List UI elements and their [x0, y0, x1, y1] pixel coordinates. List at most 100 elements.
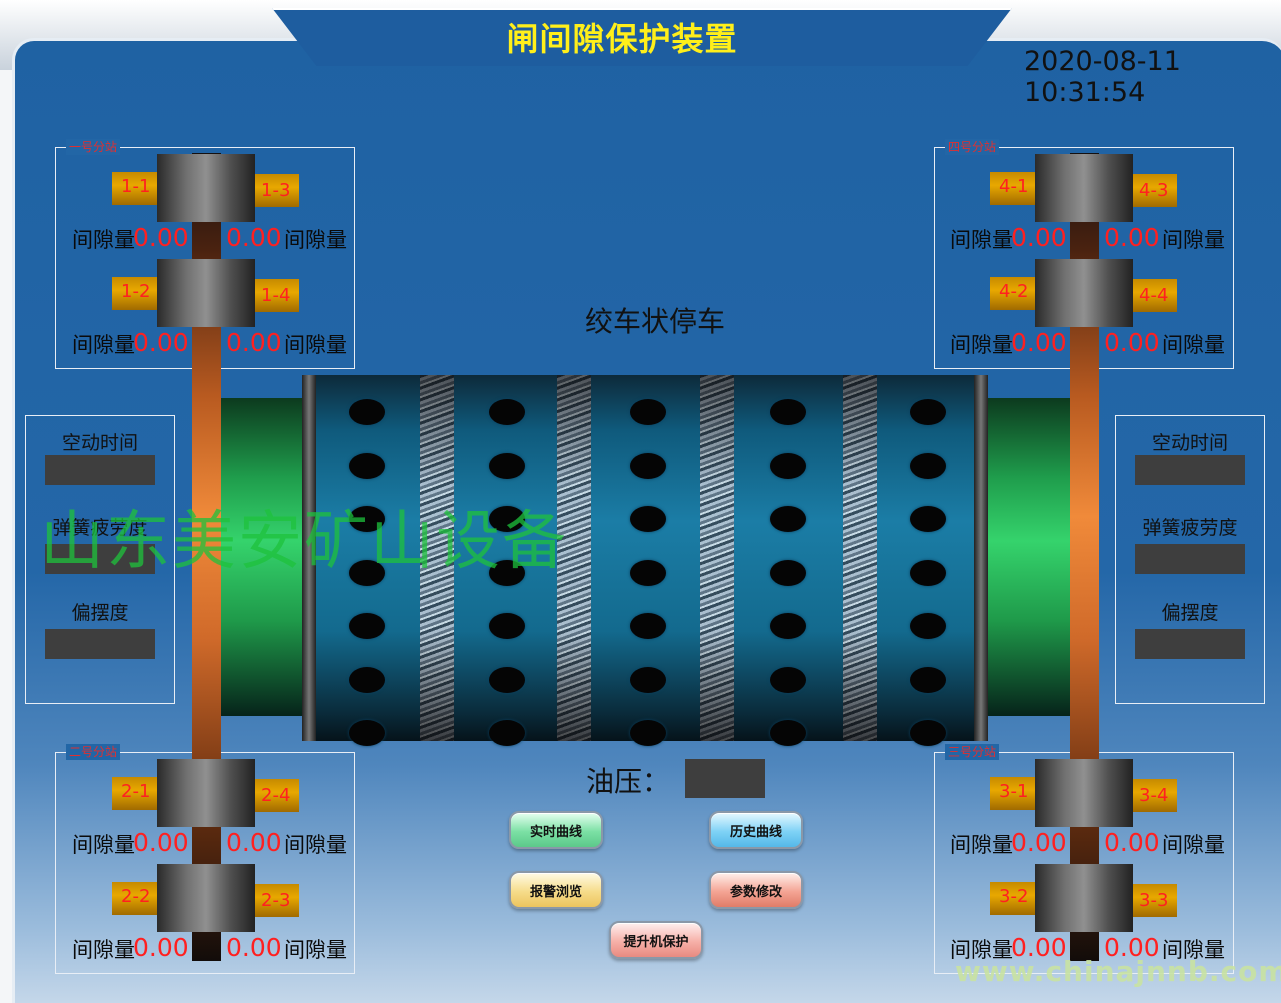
gap-value: 0.00: [1104, 828, 1160, 857]
pad-id: 3-2: [999, 886, 1029, 907]
wire-rope-shade: [420, 375, 454, 741]
swing-label: 偏摆度: [71, 602, 129, 624]
gap-label: 间隙量: [1162, 833, 1225, 857]
gap-label: 间隙量: [284, 833, 347, 857]
watermark-url: www.chinajnnb.com: [955, 955, 1281, 988]
swing-value-box: [45, 629, 155, 659]
idle-time-value-box: [45, 455, 155, 485]
gap-label: 间隙量: [950, 833, 1013, 857]
gap-value: 0.00: [1104, 328, 1160, 357]
station-label: 四号分站: [945, 139, 1000, 155]
gap-value: 0.00: [1011, 328, 1067, 357]
drum-hole: [489, 399, 525, 425]
brake-caliper: [1035, 864, 1133, 932]
pad-id: 4-4: [1139, 285, 1169, 306]
drum-hole: [349, 720, 385, 746]
history-curve-button[interactable]: 历史曲线: [709, 811, 803, 849]
gap-label: 间隙量: [284, 333, 347, 357]
alarm-browse-button[interactable]: 报警浏览: [509, 871, 603, 909]
param-edit-button[interactable]: 参数修改: [709, 871, 803, 909]
gap-value: 0.00: [1104, 933, 1160, 962]
swing-label: 偏摆度: [1161, 602, 1219, 624]
drum-hole: [489, 613, 525, 639]
gap-value: 0.00: [226, 223, 282, 252]
drum-hole: [630, 559, 666, 586]
drum-hole: [489, 452, 525, 479]
idle-time-label: 空动时间: [61, 432, 138, 454]
gap-label: 间隙量: [72, 333, 135, 357]
gap-value: 0.00: [226, 828, 282, 857]
gap-value: 0.00: [1011, 828, 1067, 857]
pad-id: 2-3: [261, 890, 291, 911]
drum-hole: [910, 720, 946, 746]
drum-hole: [349, 506, 385, 532]
swing-value-box: [1135, 629, 1245, 659]
wire-rope-shade: [843, 375, 877, 741]
drum-hole: [770, 613, 806, 639]
gap-value: 0.00: [133, 223, 189, 252]
pad-id: 1-2: [121, 281, 151, 302]
pad-id: 2-4: [261, 785, 291, 806]
gap-label: 间隙量: [950, 228, 1013, 252]
brake-caliper: [1035, 154, 1133, 222]
drum-hole: [349, 613, 385, 639]
gap-label: 间隙量: [1162, 228, 1225, 252]
gap-label: 间隙量: [950, 938, 1013, 962]
gap-label: 间隙量: [72, 833, 135, 857]
drum-hole: [630, 452, 666, 479]
drum-hole: [349, 452, 385, 479]
pad-id: 2-1: [121, 781, 151, 802]
oil-pressure-value-box: [685, 759, 765, 798]
right-side-panel: [1115, 415, 1265, 704]
winch-status-value: 停车: [669, 305, 726, 338]
drum-hole: [770, 666, 806, 693]
left-side-panel: [25, 415, 175, 704]
hoist-protection-button[interactable]: 提升机保护: [609, 921, 703, 959]
station-label: 二号分站: [66, 744, 121, 760]
drum-hole: [489, 666, 525, 693]
drum-hole: [489, 720, 525, 746]
drum-hole: [910, 559, 946, 586]
gap-label: 间隙量: [1162, 333, 1225, 357]
watermark-company: 山东美安矿山设备: [40, 505, 568, 579]
drum-hole: [349, 399, 385, 425]
gap-value: 0.00: [226, 328, 282, 357]
realtime-curve-button[interactable]: 实时曲线: [509, 811, 603, 849]
drum-edge-right: [974, 375, 988, 741]
idle-time-label: 空动时间: [1151, 432, 1228, 454]
datetime-display: 2020-08-11 10:31:54: [1024, 46, 1181, 108]
left-shaft: [220, 398, 304, 716]
pad-id: 2-2: [121, 886, 151, 907]
page-title: 闸间隙保护装置: [506, 20, 738, 58]
wire-rope-shade: [700, 375, 734, 741]
drum-hole: [630, 506, 666, 532]
drum-hole: [770, 720, 806, 746]
drum-hole: [349, 666, 385, 693]
pad-id: 3-3: [1139, 890, 1169, 911]
title-tab: [272, 8, 1012, 66]
drum-hole: [770, 452, 806, 479]
oil-pressure-label: 油压：: [586, 765, 671, 798]
pad-id: 4-2: [999, 281, 1029, 302]
brake-caliper: [157, 864, 255, 932]
drum-hole: [489, 559, 525, 586]
gap-value: 0.00: [133, 828, 189, 857]
gap-value: 0.00: [1011, 933, 1067, 962]
pad-id: 4-3: [1139, 180, 1169, 201]
drum-hole: [770, 506, 806, 532]
gap-value: 0.00: [133, 933, 189, 962]
pad-id: 3-4: [1139, 785, 1169, 806]
drum-hole: [630, 666, 666, 693]
pad-id: 3-1: [999, 781, 1029, 802]
winch-status: 绞车状停车: [585, 300, 725, 340]
drum-hole: [630, 399, 666, 425]
brake-caliper: [157, 259, 255, 327]
drum-hole: [910, 452, 946, 479]
drum-hole: [910, 613, 946, 639]
spring-fatigue-value-box: [1135, 544, 1245, 574]
idle-time-value-box: [1135, 455, 1245, 485]
drum-hole: [910, 666, 946, 693]
pad-id: 1-1: [121, 176, 151, 197]
drum-hole: [349, 559, 385, 586]
station-label: 三号分站: [945, 744, 1000, 760]
